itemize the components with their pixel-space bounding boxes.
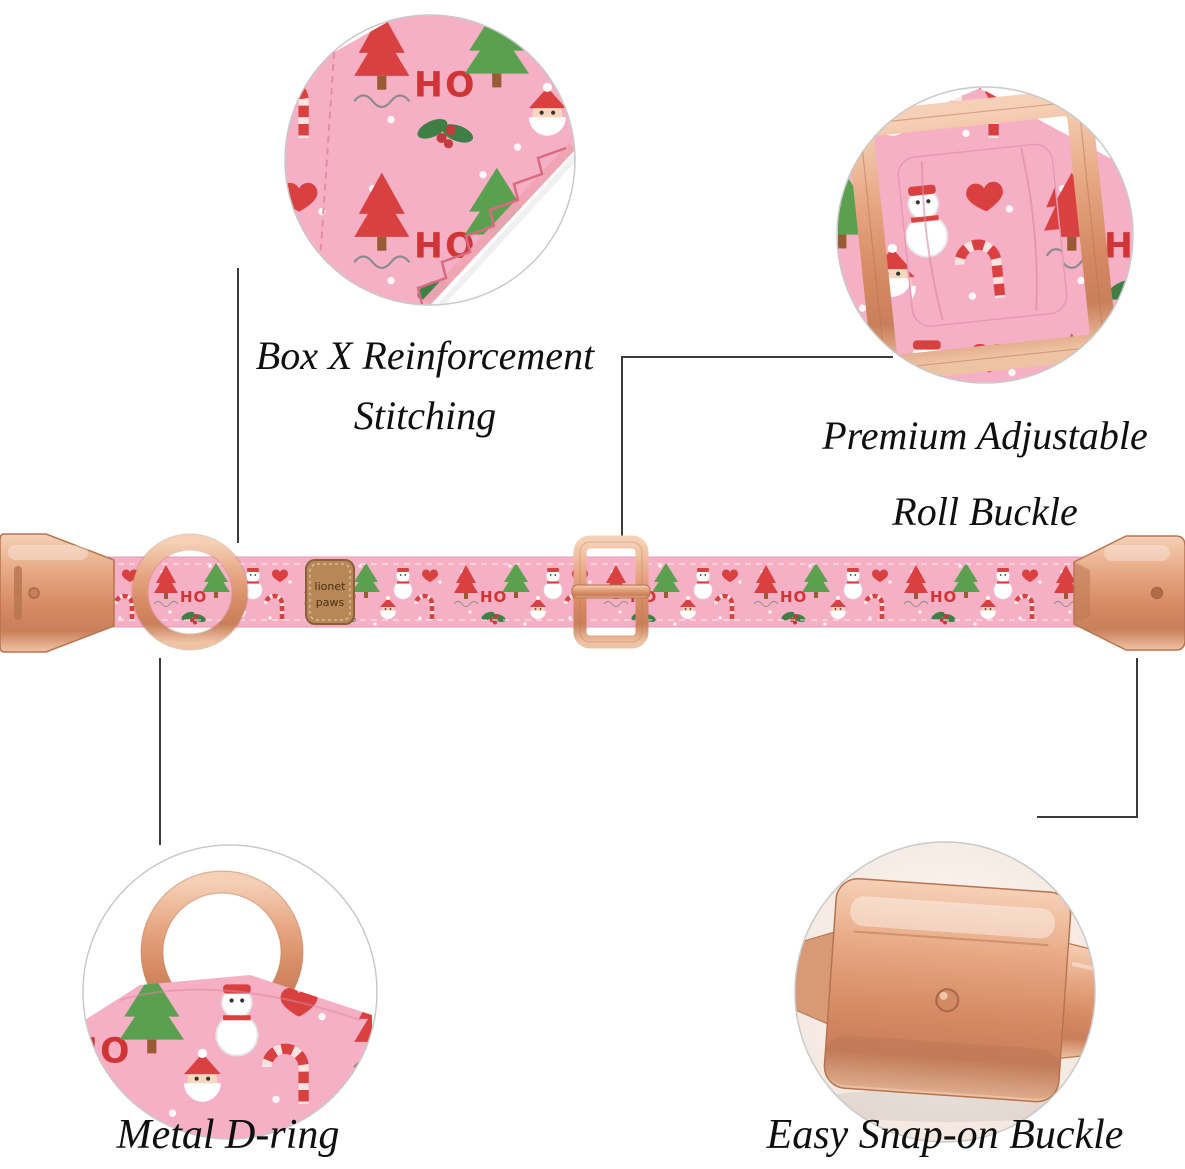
callout-line-roll-buckle [621,356,893,540]
callout-label-snap-buckle: Easy Snap-on Buckle [670,1108,1185,1163]
fabric-swatch [285,15,575,305]
snap-buckle-body [795,877,1095,1103]
circle-outline-stitching [284,14,576,306]
callout-label-d-ring: Metal D-ring [28,1108,428,1163]
circle-outline-d-ring [82,844,378,1140]
fabric-wrap [85,975,372,1139]
serged-edge [422,142,575,305]
callout-label-snap-buckle-text: Easy Snap-on Buckle [766,1112,1124,1158]
zigzag-stitching [416,146,567,305]
left-snap-buckle [0,533,115,653]
circle-outline-roll-buckle [836,86,1134,384]
buckle-rivet [935,988,960,1013]
right-snap-buckle [1073,535,1185,651]
circle-outline-snap-buckle [794,841,1096,1143]
buckle-arm [1059,942,1095,1059]
callout-label-roll-buckle: Premium Adjustable Roll Buckle [715,398,1185,550]
tri-glide-roll-buckle [571,535,651,649]
callout-label-d-ring-text: Metal D-ring [116,1112,340,1158]
patch-text-line2: paws [316,596,345,609]
callout-label-roll-buckle-line1: Premium Adjustable [822,413,1148,458]
brand-patch: lionet paws [305,559,355,625]
seam-stitch-line [317,39,336,293]
callout-label-stitching: Box X Reinforcement Stitching [175,326,675,446]
d-ring [131,533,249,651]
callout-label-stitching-line2: Stitching [353,393,497,438]
fabric-roll [897,143,1068,327]
detail-circle-snap-buckle [795,842,1095,1142]
patch-text-line1: lionet [315,580,347,593]
collar: lionet paws [0,533,1185,653]
callout-label-roll-buckle-line2: Roll Buckle [892,489,1078,534]
callout-label-stitching-line1: Box X Reinforcement [255,333,595,378]
detail-circle-d-ring [83,845,377,1139]
detail-circle-roll-buckle [837,87,1133,383]
callout-line-snap-buckle [1037,658,1138,818]
detail-circle-stitching [285,15,575,305]
